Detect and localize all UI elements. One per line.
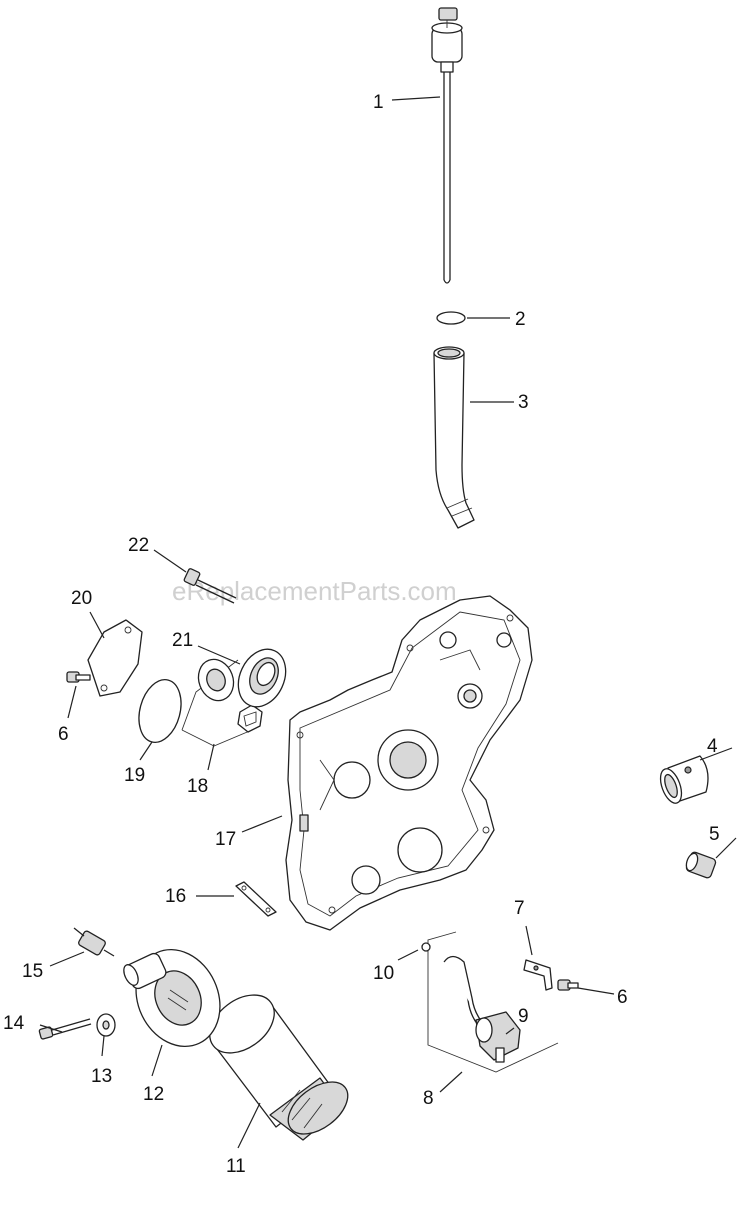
o-ring-part: [436, 311, 466, 325]
callout-6-right: 6: [617, 987, 628, 1008]
callout-4: 4: [707, 736, 718, 757]
callout-21: 21: [172, 630, 193, 651]
closure-plate-part: [285, 595, 533, 931]
callout-22: 22: [128, 535, 149, 556]
washer-part: [96, 1013, 116, 1037]
plug-part: [685, 851, 717, 879]
pump-cover-part: [87, 619, 143, 697]
screw-part-right: [557, 979, 579, 991]
dipstick-tube-part: [433, 346, 475, 529]
callout-17: 17: [215, 829, 236, 850]
screw-part-left: [66, 671, 91, 683]
filter-adapter-part: [123, 948, 221, 1048]
callout-13: 13: [91, 1066, 112, 1087]
callout-8: 8: [423, 1088, 434, 1109]
callout-18: 18: [187, 776, 208, 797]
leader-lines: [39, 96, 737, 1149]
callout-6-left: 6: [58, 724, 69, 745]
watermark-text: eReplacementParts.com: [172, 576, 457, 606]
callout-2: 2: [515, 309, 526, 330]
callout-5: 5: [709, 824, 720, 845]
dipstick-part: [431, 7, 463, 284]
gasket-strip-part: [235, 881, 277, 917]
callout-3: 3: [518, 392, 529, 413]
bracket-part: [523, 959, 553, 991]
callout-20: 20: [71, 588, 92, 609]
callout-9: 9: [518, 1006, 529, 1027]
bearing-sleeve-part: [659, 755, 709, 804]
callout-12: 12: [143, 1084, 164, 1105]
callout-19: 19: [124, 765, 145, 786]
callout-10: 10: [373, 963, 394, 984]
callout-16: 16: [165, 886, 186, 907]
pump-o-ring-part: [138, 679, 182, 743]
oil-seal-part: [237, 648, 287, 708]
oil-sensor-group: [427, 931, 559, 1073]
callout-14: 14: [3, 1013, 25, 1034]
pressure-switch-part: [73, 927, 115, 957]
callout-15: 15: [22, 961, 43, 982]
callout-7: 7: [514, 898, 525, 919]
bolt-part: [38, 1018, 92, 1040]
callout-1: 1: [373, 92, 384, 113]
long-bolt-part: [183, 568, 237, 604]
oil-filter-part: [209, 994, 349, 1141]
ball-part: [421, 942, 431, 952]
callout-11: 11: [226, 1156, 246, 1177]
